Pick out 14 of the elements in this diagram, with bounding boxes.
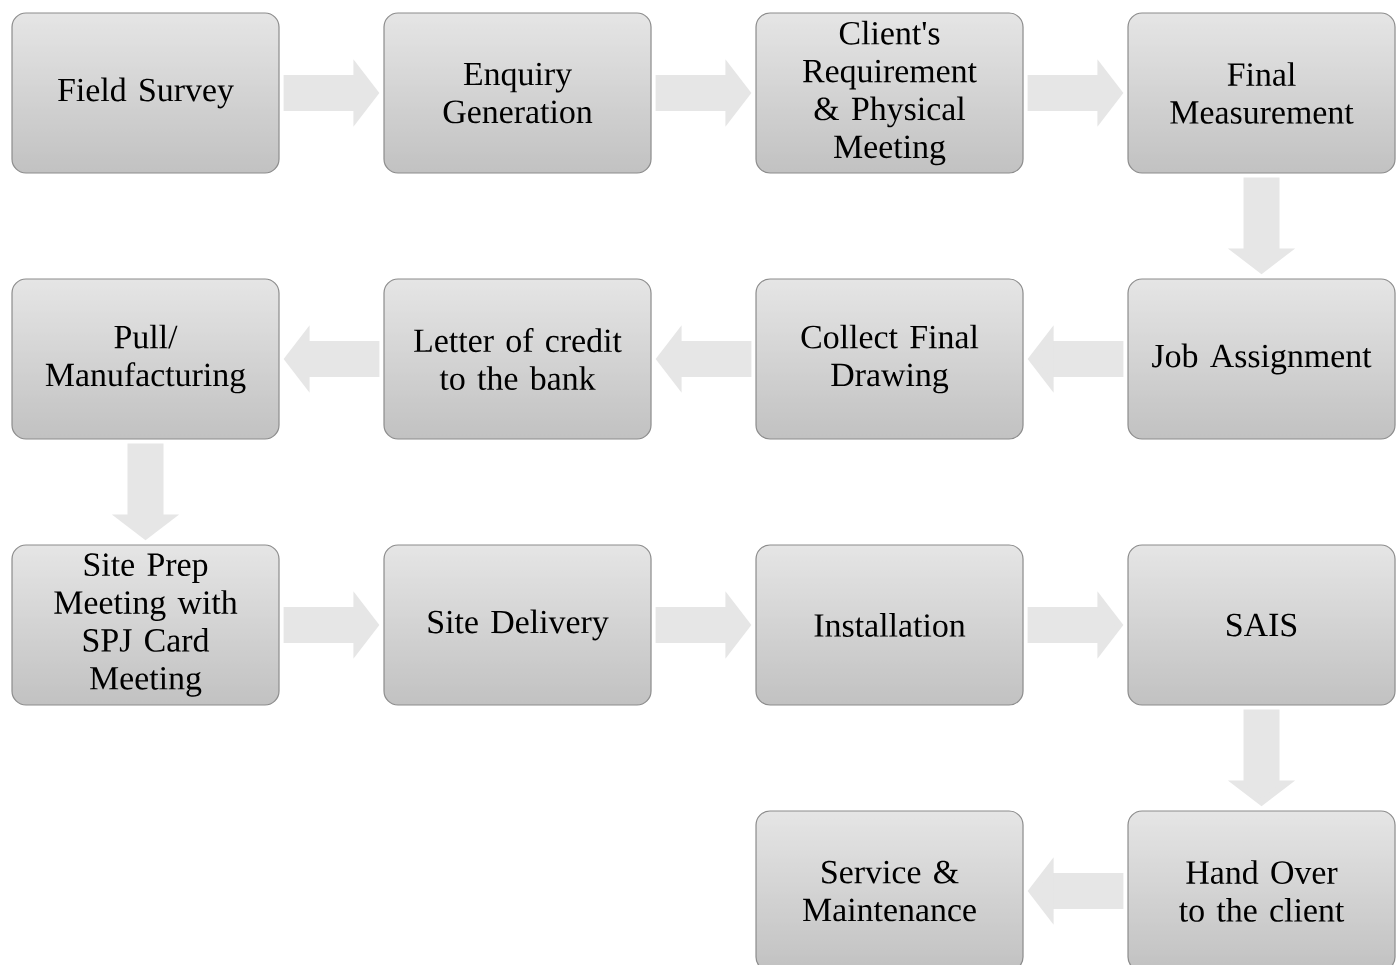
- process-box: Hand Over to the client: [1127, 810, 1396, 965]
- process-box: Final Measurement: [1127, 12, 1396, 174]
- process-box: Job Assignment: [1127, 278, 1396, 440]
- process-box: Pull/ Manufacturing: [11, 278, 280, 440]
- process-box: Installation: [755, 544, 1024, 706]
- process-box: Site Delivery: [383, 544, 652, 706]
- process-box: Site Prep Meeting with SPJ Card Meeting: [11, 544, 280, 706]
- process-box: Letter of credit to the bank: [383, 278, 652, 440]
- process-box: Collect Final Drawing: [755, 278, 1024, 440]
- process-box: SAIS: [1127, 544, 1396, 706]
- process-box: Service & Maintenance: [755, 810, 1024, 965]
- process-box: Client's Requirement & Physical Meeting: [755, 12, 1024, 174]
- process-box: Enquiry Generation: [383, 12, 652, 174]
- process-box: Field Survey: [11, 12, 280, 174]
